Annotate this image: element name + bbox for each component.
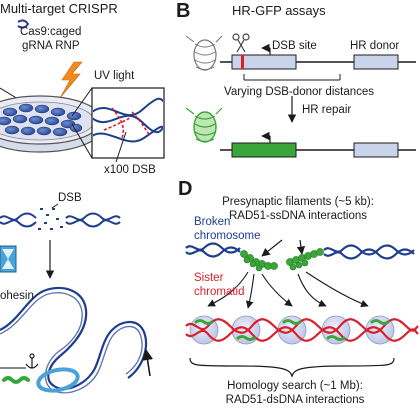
homology-label-line1: Homology search (~1 Mb): (227, 380, 363, 392)
cohesin-label: ohesin (0, 290, 34, 302)
uv-light-label: UV light (94, 70, 135, 82)
dsb-label: DSB (58, 192, 82, 204)
presynaptic-label-line2: RAD51-ssDNA interactions (228, 210, 368, 222)
panel-d-graphics (185, 239, 419, 378)
rnp-label-line1: Cas9:caged (20, 26, 82, 38)
hourglass-icon (0, 245, 17, 273)
gfp-gene-box-repaired (231, 142, 297, 158)
gfp-protein-grey-icon (185, 35, 223, 71)
scissors-icon (232, 33, 250, 53)
panel-b-letter: B (176, 0, 191, 22)
anchor-icon (25, 353, 39, 369)
panel-d-letter: D (178, 178, 193, 200)
homology-label-line2: RAD51-dsDNA interactions (225, 394, 365, 406)
broken-chromosome-line2: chromosome (194, 230, 261, 242)
petri-dish-icon (0, 95, 103, 153)
uv-lightning-icon (59, 61, 83, 99)
hr-repair-label: HR repair (302, 104, 352, 116)
rnp-label-line2: gRNA RNP (22, 40, 80, 52)
hr-donor-label: HR donor (350, 40, 400, 52)
homology-bracket (189, 357, 395, 378)
gfp-protein-green-icon (185, 107, 223, 143)
rad51-filament-left (240, 250, 278, 272)
broken-chromosome-line1: Broken (194, 216, 231, 228)
panel-a-title: Multi-target CRISPR (0, 1, 118, 16)
gfp-gene-box-broken (231, 54, 297, 70)
sister-chromatid-line2: chromatid (194, 286, 245, 298)
cohesin-ring (36, 367, 80, 393)
distance-label: Varying DSB-donor distances (224, 86, 374, 98)
panel-c-graphics (0, 203, 154, 394)
dsb-count-label: x100 DSB (104, 164, 156, 176)
sister-chromatid-line1: Sister (194, 272, 224, 284)
presynaptic-label-line1: Presynaptic filaments (~5 kb): (222, 196, 374, 208)
panel-b-graphics (185, 33, 416, 158)
panel-b-title: HR-GFP assays (232, 3, 326, 18)
hr-donor-box-top (353, 54, 399, 70)
dsb-site-label: DSB site (272, 40, 317, 52)
hr-donor-box-bottom (353, 142, 399, 158)
rad51-filament-right (286, 248, 324, 271)
panel-a-graphics (0, 19, 165, 163)
